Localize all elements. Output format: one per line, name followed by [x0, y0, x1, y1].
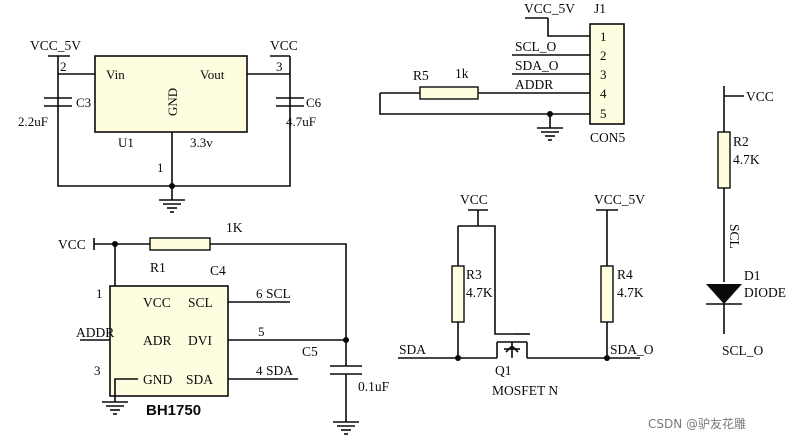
r3-value: 4.7K	[466, 285, 493, 300]
net-sda-sensor: SDA	[266, 363, 293, 378]
u1-gnd-pin-name: GND	[165, 88, 180, 116]
bh1750-vcc-pin-name: VCC	[143, 295, 171, 310]
j1-pin-5: 5	[600, 106, 607, 121]
d1-diode-triangle	[706, 284, 742, 304]
j1-name: CON5	[590, 130, 626, 145]
watermark: CSDN @驴友花雕	[648, 416, 746, 431]
u1-vout-pin-name: Vout	[200, 67, 225, 82]
wire-shifter-top	[458, 225, 514, 335]
q1-type: MOSFET N	[492, 383, 558, 398]
net-addr-sensor: ADDR	[76, 325, 114, 340]
d1-type: DIODE	[744, 285, 786, 300]
u1-ref: U1	[118, 135, 134, 150]
r4-value: 4.7K	[617, 285, 644, 300]
net-vcc-sensor: VCC	[58, 237, 86, 252]
net-vcc-diode: VCC	[746, 89, 774, 104]
j1-pin-3: 3	[600, 67, 607, 82]
bh1750-pin-5: 5	[258, 324, 265, 339]
j1-connector-body	[589, 23, 625, 125]
net-scl-diode: SCL	[727, 224, 742, 249]
c5-ref: C5	[302, 344, 318, 359]
u1-value: 3.3v	[190, 135, 213, 150]
net-scl-o-diode: SCL_O	[722, 343, 764, 358]
wire-gnd-sensor	[114, 378, 138, 402]
net-scl-o-connector: SCL_O	[515, 39, 557, 54]
r5-ref: R5	[413, 68, 429, 83]
r5-resistor	[419, 86, 479, 100]
bh1750-sda-pin-name: SDA	[186, 372, 213, 387]
r5-value: 1k	[455, 66, 469, 81]
net-sda-o-connector: SDA_O	[515, 58, 559, 73]
bh1750-gnd-pin-name: GND	[143, 372, 172, 387]
junction-sda-left	[455, 355, 461, 361]
bh1750-pin-4: 4	[256, 363, 263, 378]
r1-value: 1K	[226, 220, 243, 235]
c6-value: 4.7uF	[286, 114, 316, 129]
j1-pin-2: 2	[600, 48, 607, 63]
junction-sda-right	[604, 355, 610, 361]
net-vcc5v-connector: VCC_5V	[524, 1, 575, 16]
connector-block: VCC_5V J1 1 2 3 4 5 SCL_O SDA_O ADDR R5 …	[379, 1, 626, 145]
r1-ref: R1	[150, 260, 166, 275]
net-vcc-regulator-out: VCC	[270, 38, 298, 53]
bh1750-adr-pin-name: ADR	[143, 333, 172, 348]
j1-pin-4: 4	[600, 86, 607, 101]
net-scl-sensor: SCL	[266, 286, 291, 301]
r3-resistor	[451, 265, 465, 323]
pin-3-label: 3	[276, 59, 283, 74]
r4-resistor	[600, 265, 614, 323]
j1-pin-1: 1	[600, 29, 607, 44]
bh1750-ref: C4	[210, 263, 226, 278]
wire-r1-to-dvi	[210, 243, 347, 340]
r3-ref: R3	[466, 267, 482, 282]
ground-symbol-c5	[332, 421, 360, 435]
wire-j1-pin1	[547, 18, 590, 37]
ground-symbol-regulator	[158, 199, 186, 213]
r2-ref: R2	[733, 134, 749, 149]
bh1750-dvi-pin-name: DVI	[188, 333, 212, 348]
q1-ref: Q1	[495, 363, 512, 378]
bh1750-pin-3: 3	[94, 363, 101, 378]
ground-symbol-sensor	[101, 401, 129, 415]
bh1750-pin-6: 6	[256, 286, 263, 301]
level-shifter-block: VCC R3 4.7K VCC_5V R4 4.7K SDA SDA_O	[398, 192, 654, 398]
c3-ref: C3	[76, 95, 91, 110]
r4-ref: R4	[617, 267, 633, 282]
c3-value: 2.2uF	[18, 114, 48, 129]
j1-ref: J1	[594, 1, 606, 16]
bh1750-scl-pin-name: SCL	[188, 295, 213, 310]
c5-value: 0.1uF	[358, 379, 390, 394]
net-vcc5v-regulator-in: VCC_5V	[30, 38, 81, 53]
ground-symbol-connector	[536, 127, 564, 141]
diode-stage-block: VCC R2 4.7K SCL D1 DIODE SCL_O	[706, 86, 786, 358]
r2-resistor	[717, 131, 731, 189]
net-sda-o-shifter: SDA_O	[610, 342, 654, 357]
net-vcc5v-shifter: VCC_5V	[594, 192, 645, 207]
pin-2-label: 2	[60, 59, 67, 74]
bh1750-body	[109, 285, 229, 397]
q1-mosfet-symbol	[496, 333, 530, 358]
u1-pin-1-label: 1	[157, 160, 164, 175]
net-sda-shifter: SDA	[399, 342, 426, 357]
sensor-block: VCC 1K R1 1 C4 VCC SCL ADR DVI GND SDA B…	[58, 220, 390, 435]
bh1750-pin-1: 1	[96, 286, 103, 301]
c6-ref: C6	[306, 95, 322, 110]
u1-regulator-body	[94, 55, 248, 133]
net-addr-connector: ADDR	[515, 77, 553, 92]
bh1750-part-name: BH1750	[146, 402, 201, 419]
u1-vin-pin-name: Vin	[106, 67, 125, 82]
regulator-block: VCC_5V VCC 2 3 Vin Vout GND U1 3.3v 1 C3…	[18, 38, 322, 213]
wire-r5-return	[379, 93, 590, 115]
net-vcc-shifter: VCC	[460, 192, 488, 207]
j1-pin-numbers: 1 2 3 4 5	[600, 29, 607, 121]
r1-resistor	[149, 237, 211, 251]
d1-ref: D1	[744, 268, 761, 283]
r2-value: 4.7K	[733, 152, 760, 167]
